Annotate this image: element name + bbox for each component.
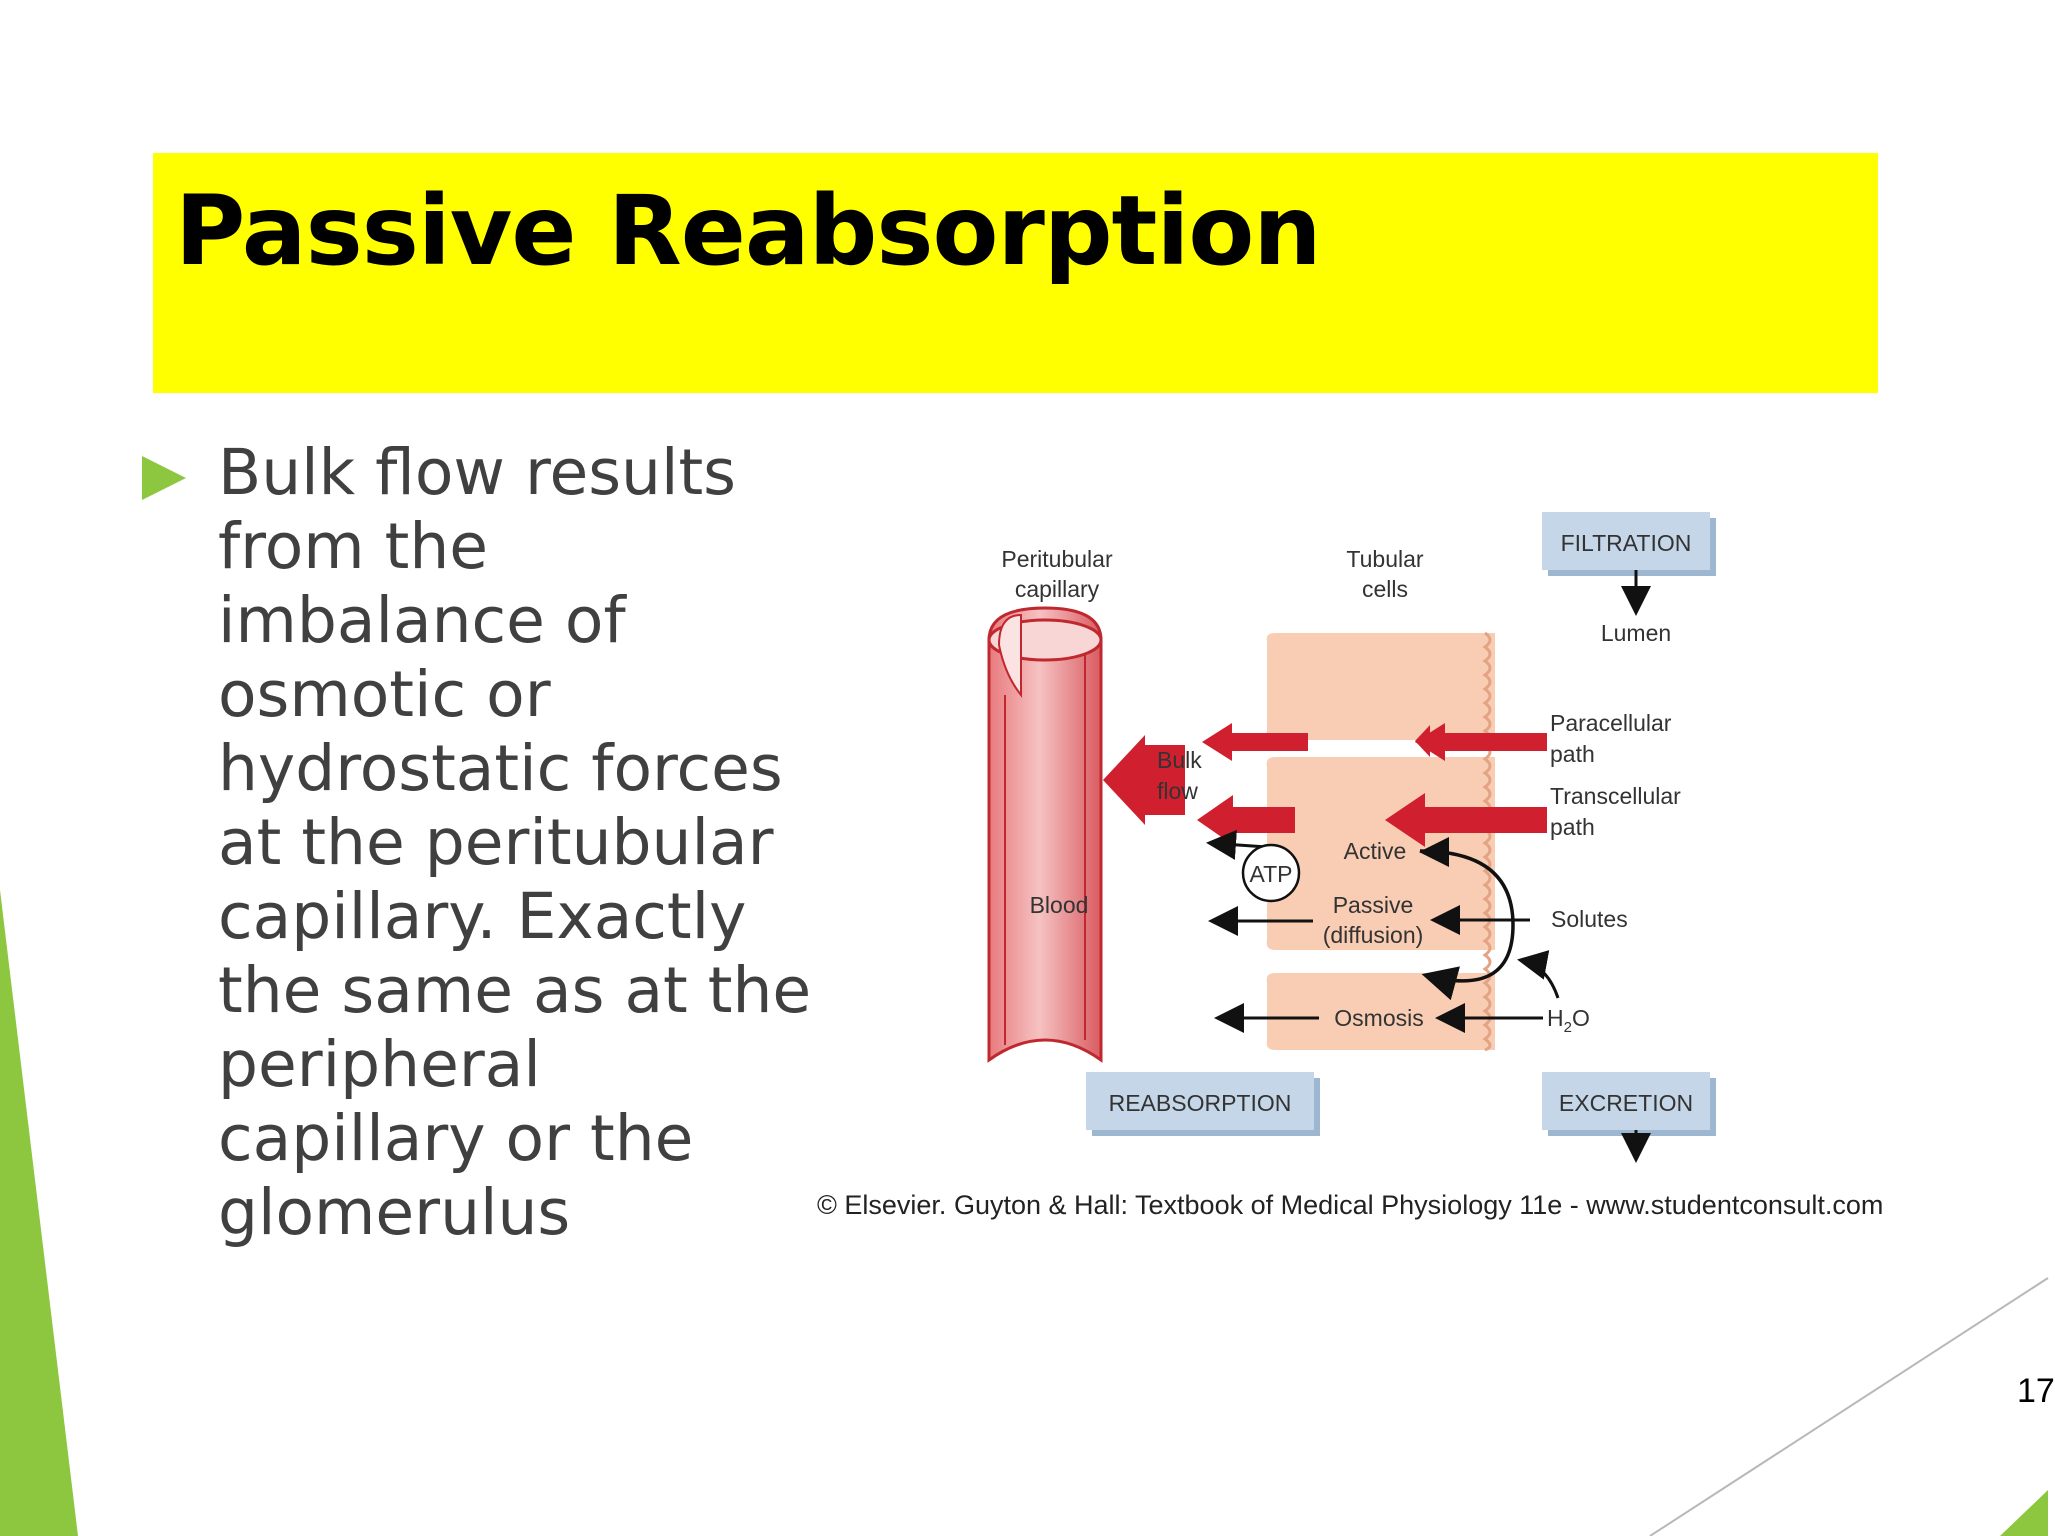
label-atp: ATP xyxy=(1249,861,1292,887)
transcellular-arrows xyxy=(1197,793,1547,847)
reabsorption-label: REABSORPTION xyxy=(1109,1090,1292,1116)
atp-arrow xyxy=(1206,829,1268,860)
right-deco-line xyxy=(1649,1277,2049,1536)
paracellular-arrows xyxy=(1202,723,1547,761)
excretion-box: EXCRETION xyxy=(1542,1072,1716,1136)
label-h2o: H2O xyxy=(1547,1005,1590,1036)
label-paracellular-2: path xyxy=(1550,741,1595,767)
h2o-curve xyxy=(1517,950,1560,999)
slide-title: Passive Reabsorption xyxy=(175,175,1322,287)
label-solutes: Solutes xyxy=(1551,906,1628,932)
title-bar: Passive Reabsorption xyxy=(153,153,1878,393)
bullet-arrow-icon xyxy=(142,456,186,500)
label-transcellular-2: path xyxy=(1550,814,1595,840)
label-passive-1: Passive xyxy=(1333,892,1414,918)
label-tubular-2: cells xyxy=(1362,576,1408,602)
bullet-text: Bulk flow results from the imbalance of … xyxy=(218,436,812,1249)
reabsorption-box: REABSORPTION xyxy=(1086,1072,1320,1136)
label-passive-2: (diffusion) xyxy=(1323,922,1424,948)
label-lumen: Lumen xyxy=(1601,620,1671,646)
reabsorption-diagram: Peritubular capillary Tubular cells FILT… xyxy=(975,505,1755,1165)
label-bulk-2: flow xyxy=(1157,778,1198,804)
solutes-bracket xyxy=(1419,849,1515,1001)
capillary-tube xyxy=(987,606,1103,1063)
label-peritubular-2: capillary xyxy=(1015,576,1100,602)
left-green-stripe xyxy=(0,890,78,1536)
right-green-corner xyxy=(2000,1490,2048,1536)
label-osmosis: Osmosis xyxy=(1334,1005,1423,1031)
label-tubular-1: Tubular xyxy=(1346,546,1423,572)
label-peritubular-1: Peritubular xyxy=(1001,546,1113,572)
label-active: Active xyxy=(1344,838,1407,864)
diagram-svg: Peritubular capillary Tubular cells FILT… xyxy=(987,512,1716,1163)
label-paracellular-1: Paracellular xyxy=(1550,710,1672,736)
filtration-label: FILTRATION xyxy=(1561,530,1692,556)
figure-credit: © Elsevier. Guyton & Hall: Textbook of M… xyxy=(817,1190,1884,1220)
atp-circle xyxy=(1241,843,1301,903)
label-blood: Blood xyxy=(1030,892,1089,918)
label-bulk-1: Bulk xyxy=(1157,747,1202,773)
label-transcellular-1: Transcellular xyxy=(1550,783,1681,809)
filtration-box: FILTRATION xyxy=(1542,512,1716,576)
bulk-flow-arrow xyxy=(1103,735,1185,825)
excretion-label: EXCRETION xyxy=(1559,1090,1693,1116)
page-number: 17 xyxy=(2017,1372,2055,1410)
